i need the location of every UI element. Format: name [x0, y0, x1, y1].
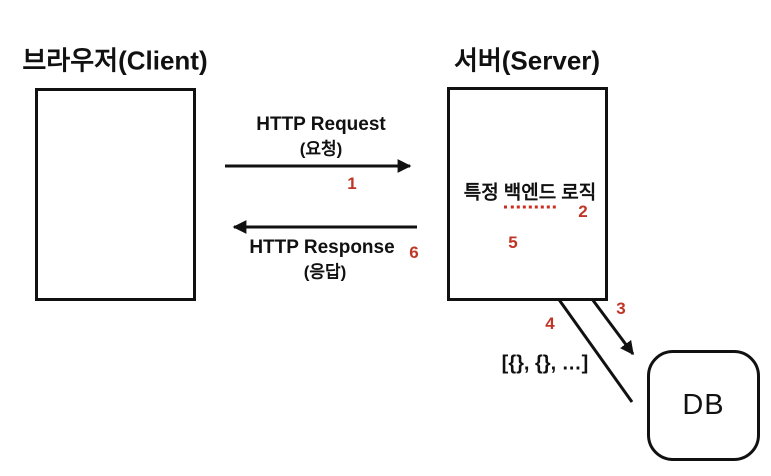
- step-5-badge: 5: [508, 233, 518, 252]
- backend-logic-before: 특정: [463, 182, 499, 204]
- backend-logic-after: 로직: [561, 182, 597, 204]
- step-1-badge: 1: [347, 174, 357, 193]
- server-title: 서버(Server): [453, 45, 601, 76]
- db-box: DB: [647, 350, 760, 461]
- step-4-badge: 4: [545, 314, 555, 333]
- http-request-sublabel: (요청): [299, 139, 343, 159]
- step-3-badge: 3: [616, 299, 626, 318]
- db-result-data-label: [{}, {}, …]: [501, 352, 589, 375]
- step-2-badge: 2: [578, 202, 588, 221]
- server-box: [447, 87, 608, 301]
- http-response-label: HTTP Response: [249, 237, 395, 258]
- http-response-sublabel: (응답): [303, 262, 347, 282]
- client-title: 브라우저(Client): [22, 45, 208, 76]
- backend-logic-underlined: 백엔드: [503, 178, 557, 209]
- http-request-label: HTTP Request: [256, 114, 386, 135]
- client-box: [35, 88, 196, 301]
- step-6-badge: 6: [409, 243, 419, 262]
- db-label: DB: [682, 389, 725, 421]
